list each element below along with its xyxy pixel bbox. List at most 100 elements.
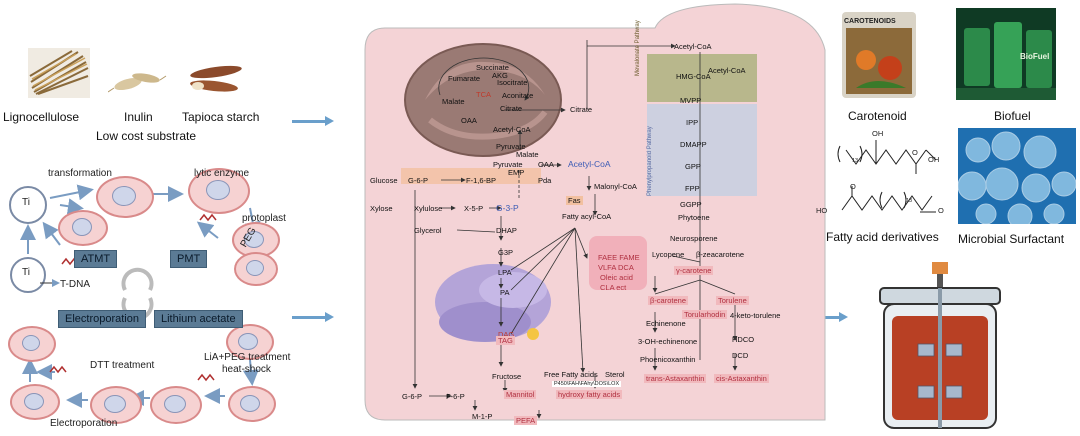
m1p: M-1-P <box>472 412 493 421</box>
succinate: Succinate <box>476 63 509 72</box>
microbial-surfactant-label: Microbial Surfactant <box>958 232 1065 246</box>
neurosporene: Neurosporene <box>670 234 718 243</box>
surfactant-bubbles-image <box>958 128 1076 224</box>
substrate-caption: Low cost substrate <box>96 129 197 143</box>
yeast-cell <box>8 326 56 362</box>
tapioca-label: Tapioca starch <box>182 110 260 124</box>
electroporation-box: Electroporation <box>58 310 146 328</box>
fatty-acid-derivatives-label: Fatty acid derivatives <box>826 230 939 244</box>
cla-ect: CLA ect <box>600 283 627 292</box>
biofuel-barrels-image <box>956 8 1056 100</box>
chem-oh: OH <box>872 129 884 138</box>
acetyl-coa-blue: Acetyl-CoA <box>568 159 611 169</box>
b-zeacarotene: β-zeacarotene <box>696 250 745 259</box>
yeast-cell <box>188 168 250 214</box>
ti-label-2: Ti <box>22 267 30 278</box>
pmt-box: PMT <box>170 250 208 268</box>
free-fatty-acids: Free Fatty acids <box>544 370 598 379</box>
xylulose: Xylulose <box>414 204 443 213</box>
akg: AKG <box>492 71 508 80</box>
echinenone: Echinenone <box>646 319 686 328</box>
fatty-acyl-coa: Fatty acyl-CoA <box>562 212 612 221</box>
pda: Pda <box>538 176 552 185</box>
fas: Fas <box>566 196 583 205</box>
lpa: LPA <box>498 268 512 277</box>
g3p-blue: G-3-P <box>496 203 519 213</box>
dcd: DCD <box>732 351 749 360</box>
pyruvate-2: Pyruvate <box>493 160 523 169</box>
yeast-cell <box>226 324 274 360</box>
phoenicoxanthin: Phoenicoxanthin <box>640 355 696 364</box>
protoplast-label: protoplast <box>242 213 286 224</box>
yeast-cell <box>150 386 202 424</box>
chem-subscript-1: 13 <box>852 158 859 164</box>
second-pathway: Phenylpropanoid Pathway <box>647 126 653 196</box>
cis-astaxanthin: cis-Astaxanthin <box>714 374 769 383</box>
trans-astaxanthin: trans-Astaxanthin <box>644 374 707 383</box>
pa: PA <box>500 288 510 297</box>
dtt-label: DTT treatment <box>90 360 155 371</box>
carotenoid-package-text: CAROTENOIDS <box>844 18 896 25</box>
ti-label-1: Ti <box>22 197 30 208</box>
g-carotene: γ-carotene <box>674 266 714 275</box>
oaa-1: OAA <box>461 116 477 125</box>
transformation-diagram <box>9 184 263 408</box>
fatty-acid-structure <box>837 140 937 213</box>
ipp: IPP <box>686 118 699 127</box>
yeast-cell <box>228 386 276 422</box>
chem-oh-2: OH <box>928 155 940 164</box>
3-oh-echinenone: 3-OH-echinenone <box>638 337 698 346</box>
yeast-cell <box>58 210 108 246</box>
x5p: X-5-P <box>464 204 484 213</box>
yeast-cell <box>90 386 142 424</box>
p450-box: P450\FAH\FAhy\DOS\LOX <box>552 381 622 387</box>
heat-shock-label: heat-shock <box>222 364 271 375</box>
flow-arrow <box>292 312 334 322</box>
transformation-label: transformation <box>48 168 112 179</box>
emp: EMP <box>508 168 525 177</box>
yeast-cell <box>96 176 154 218</box>
fumarate: Fumarate <box>448 74 481 83</box>
yeast-cell <box>10 384 60 420</box>
dmapp: DMAPP <box>680 140 707 149</box>
chem-o-2: O <box>850 182 856 191</box>
tca: TCA <box>476 90 491 99</box>
lithium-acetate-box: Lithium acetate <box>154 310 243 328</box>
malate-1: Malate <box>442 97 465 106</box>
tapioca-image <box>190 65 242 92</box>
mannitol: Mannitol <box>504 390 537 399</box>
g3p: G3P <box>498 248 514 257</box>
lycopene: Lycopene <box>652 250 685 259</box>
g6p-2: G-6-P <box>402 392 423 401</box>
f16bp: F-1,6-BP <box>466 176 497 185</box>
tdna-label: T-DNA <box>60 279 90 290</box>
dhap: DHAP <box>496 226 517 235</box>
torulene: Torulene <box>716 296 749 305</box>
carotenoid-label: Carotenoid <box>848 109 907 123</box>
chem-ho: HO <box>816 206 828 215</box>
acetyl-coa-top: Acetyl-CoA <box>674 42 712 51</box>
chem-subscript-2: 13 <box>906 198 913 204</box>
pyruvate-1: Pyruvate <box>496 142 526 151</box>
lia-peg-label: LiA+PEG treatment <box>204 352 291 363</box>
4-keto-torulene: 4-keto-torulene <box>730 311 781 320</box>
lignocellulose-image <box>28 48 90 98</box>
atmt-box: ATMT <box>74 250 118 268</box>
xylose: Xylose <box>370 204 393 213</box>
ggpp: GGPP <box>680 200 702 209</box>
mvpp: MVPP <box>680 96 702 105</box>
phytoene: Phytoene <box>678 213 710 222</box>
chem-o-3: O <box>938 206 944 215</box>
fructose: Fructose <box>492 372 522 381</box>
oleic-acid: Oleic acid <box>600 273 633 282</box>
acetyl-coa-side: Acetyl-CoA <box>708 66 746 75</box>
isocitrate: Isocitrate <box>497 78 528 87</box>
malonyl-coa: Malonyl-CoA <box>594 182 637 191</box>
bioreactor-image <box>879 262 1001 429</box>
mevalonate-pathway: Mevalonate Pathway <box>635 20 641 76</box>
dag: DAG <box>498 330 515 339</box>
yeast-cell <box>234 252 278 286</box>
inulin-label: Inulin <box>124 110 153 124</box>
g6p: G-6-P <box>408 176 429 185</box>
malate-2: Malate <box>516 150 539 159</box>
